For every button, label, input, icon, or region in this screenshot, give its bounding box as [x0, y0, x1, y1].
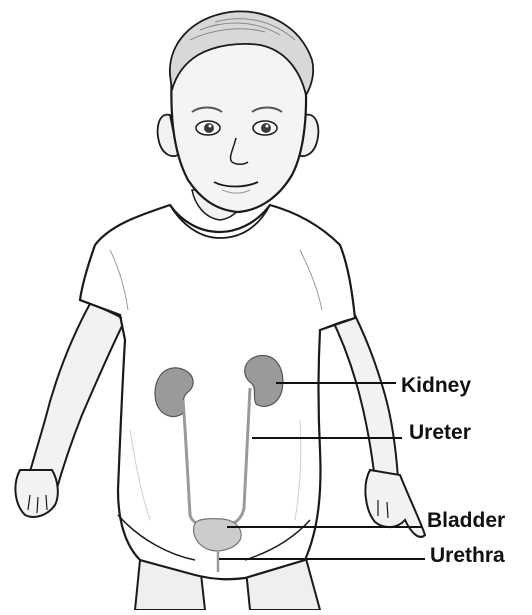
left-arm — [15, 300, 125, 517]
head — [158, 11, 319, 212]
kidney-label: Kidney — [401, 375, 471, 396]
urethra-label: Urethra — [430, 545, 505, 566]
ureter-label: Ureter — [409, 422, 471, 443]
bladder-label: Bladder — [427, 510, 505, 531]
